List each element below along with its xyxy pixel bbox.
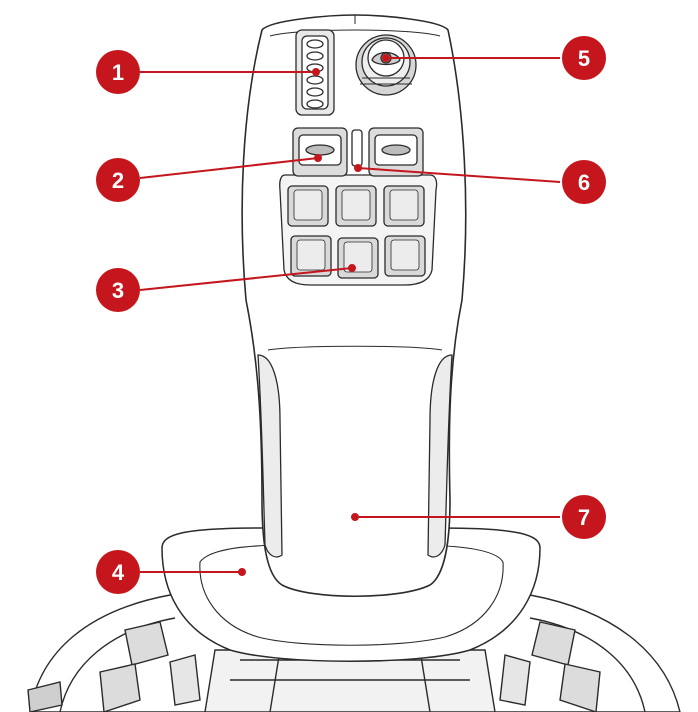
callout-4: 4	[96, 550, 140, 594]
center-indicator	[351, 129, 363, 167]
callout-1: 1	[96, 50, 140, 94]
callout-1-label: 1	[112, 60, 124, 85]
callout-3: 3	[96, 268, 140, 312]
rotary-knob	[355, 34, 417, 96]
callout-5: 5	[562, 36, 606, 80]
callout-2: 2	[96, 158, 140, 202]
callout-3-label: 3	[112, 278, 124, 303]
callout-7: 7	[562, 495, 606, 539]
callout-leaders	[139, 54, 561, 576]
rocker-switch-buttons	[292, 127, 424, 177]
callout-5-label: 5	[578, 46, 590, 71]
handle-grip	[241, 14, 467, 597]
callout-6: 6	[562, 160, 606, 204]
callout-2-label: 2	[112, 168, 124, 193]
callout-7-label: 7	[578, 505, 590, 530]
callout-6-label: 6	[578, 170, 590, 195]
callout-4-label: 4	[112, 560, 125, 585]
